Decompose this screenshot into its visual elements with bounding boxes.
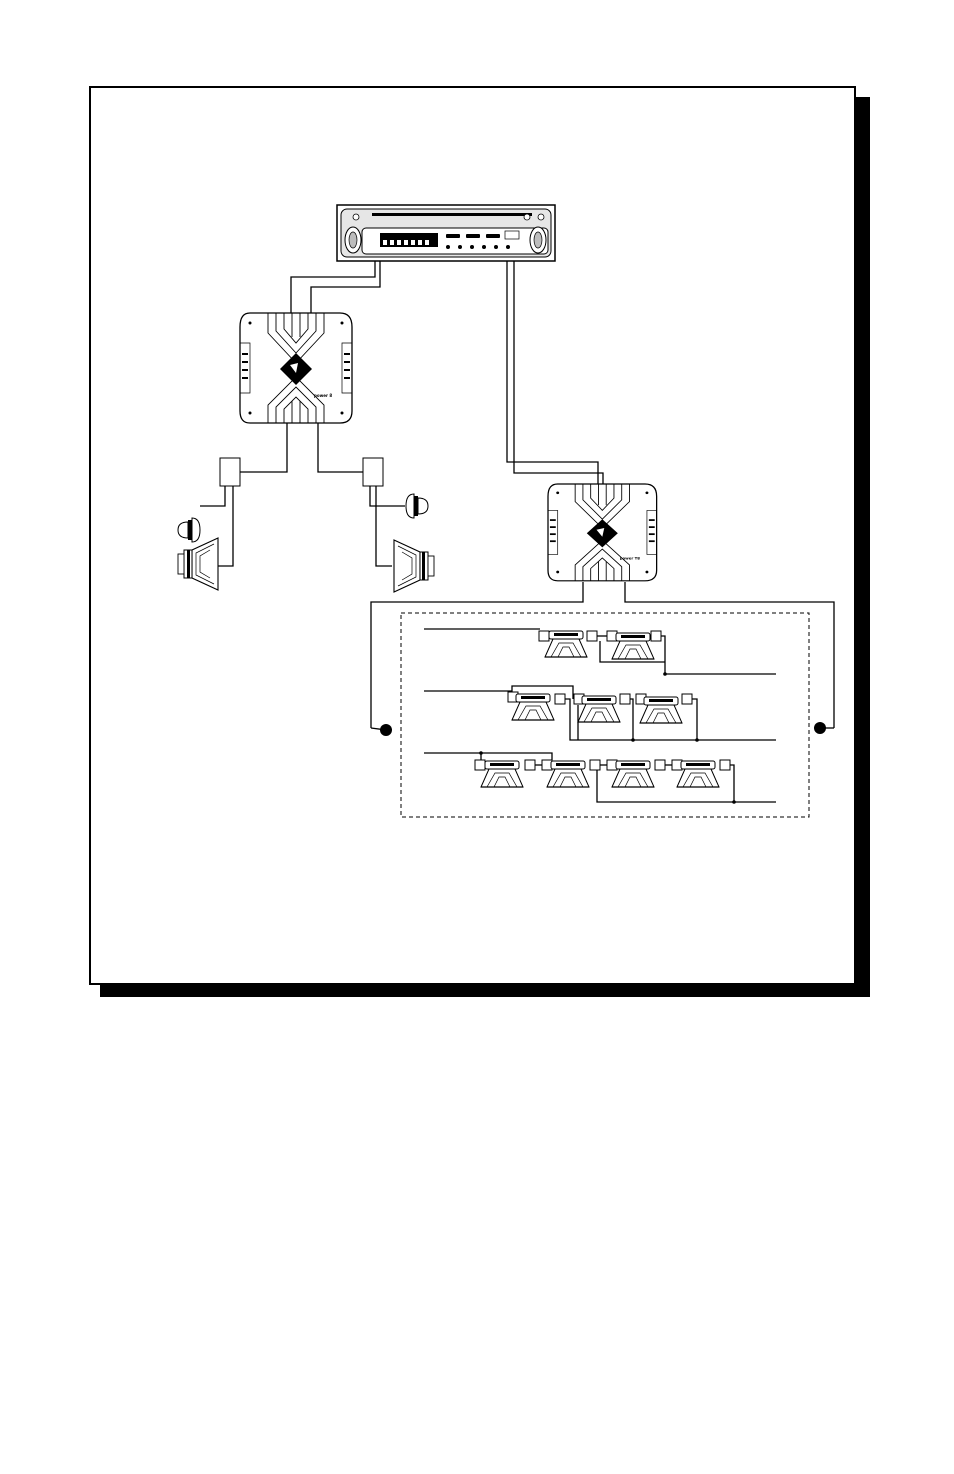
- amplifier-1: power 8: [240, 313, 352, 423]
- subwoofer-icon: [612, 633, 654, 659]
- subwoofer-icon: [677, 761, 719, 787]
- subwoofer-icon: [612, 761, 654, 787]
- car-stereo-head-unit-icon: [337, 205, 555, 261]
- subwoofer-icon: [640, 697, 682, 723]
- crossover-icon: [363, 458, 383, 486]
- subwoofer-icon: [578, 696, 620, 722]
- subwoofer-icon: [512, 694, 554, 720]
- crossover-icon: [220, 458, 240, 486]
- amp2-model-label: power T8: [620, 557, 641, 561]
- subwoofer-icon: [481, 761, 523, 787]
- subwoofer-icon: [545, 631, 587, 657]
- amplifier-2: power T8: [548, 484, 657, 581]
- subwoofer-icon: [547, 761, 589, 787]
- amp1-model-label: power 8: [314, 393, 332, 398]
